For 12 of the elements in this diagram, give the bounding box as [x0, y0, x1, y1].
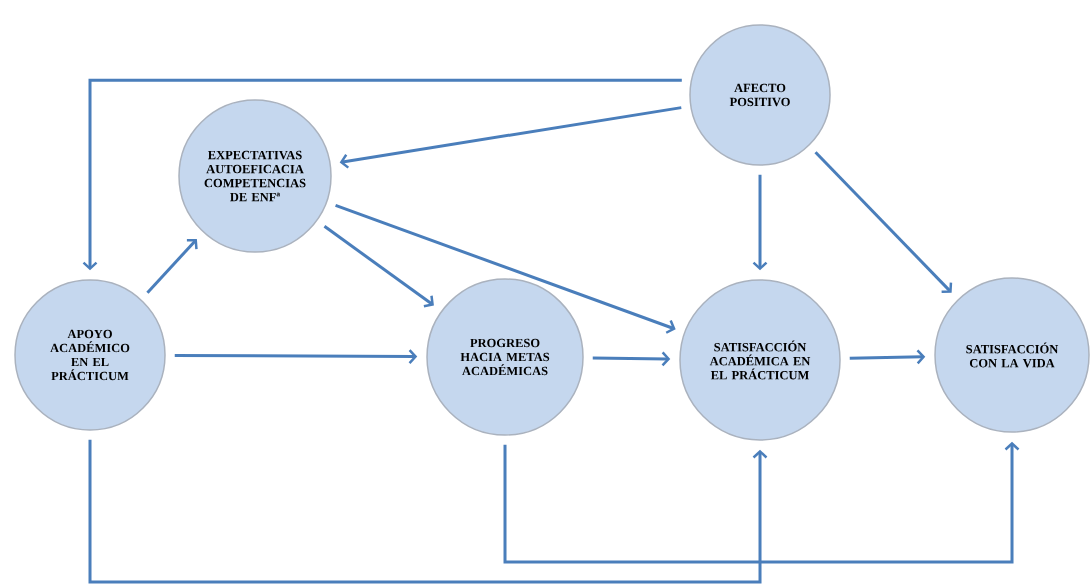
- arrow: [323, 225, 434, 308]
- arrow: [88, 439, 768, 584]
- arrow: [339, 106, 682, 169]
- arrow: [814, 151, 953, 293]
- arrow: [849, 349, 926, 365]
- arrow: [82, 78, 682, 271]
- arrow: [146, 239, 198, 294]
- arrow: [752, 174, 768, 271]
- arrow: [335, 203, 676, 334]
- arrow: [592, 351, 671, 367]
- arrow: [503, 441, 1020, 564]
- arrow: [174, 349, 418, 364]
